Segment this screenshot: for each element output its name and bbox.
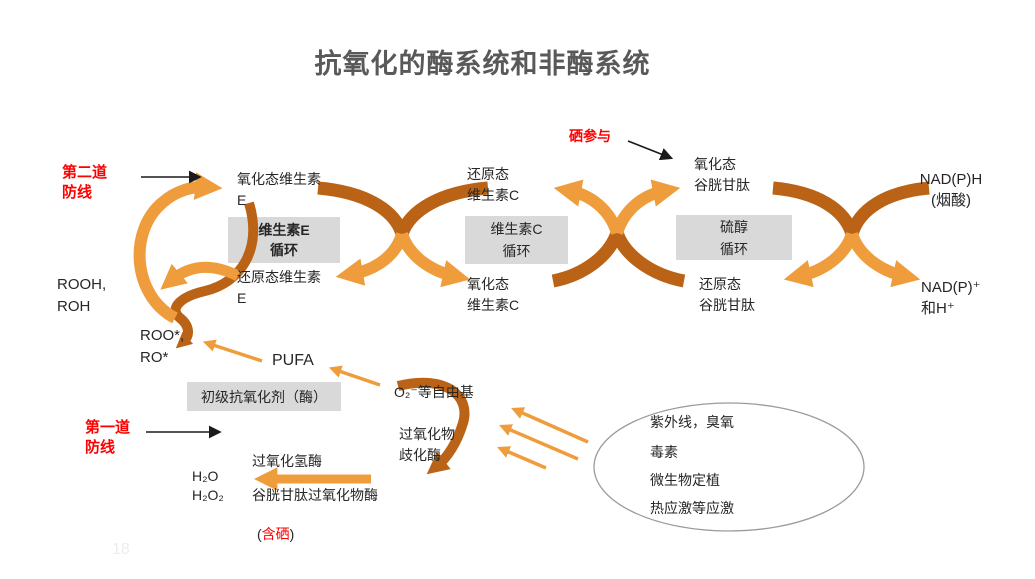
box-vitamin-c-cycle: 维生素C 循环: [465, 216, 568, 264]
ve-cycle-dark-arrow: [170, 201, 259, 349]
stressor-item: 微生物定植: [650, 472, 720, 488]
label-reduced-glutathione: 还原态 谷胱甘肽: [699, 276, 755, 313]
stressor-item: 毒素: [650, 444, 678, 460]
vitamin-e-cycle-arrows: [133, 172, 259, 349]
cross1-top-right: [395, 181, 489, 237]
label-contains-selenium: (含硒): [257, 503, 294, 545]
cross2-bottom-right: [610, 230, 686, 288]
selenium-arrow: [627, 140, 674, 161]
cross2-top-left-arrow: [553, 179, 623, 236]
label-h2o-h2o2: H₂O H₂O₂: [192, 468, 224, 503]
label-first-defense: 第一道 防线: [85, 419, 131, 456]
vc-thiol-cross-arrows: [551, 179, 686, 288]
page-number: 18: [112, 541, 130, 558]
label-superoxide-radicals: O₂⁻等自由基: [394, 384, 474, 400]
box-primary-antioxidant: 初级抗氧化剂（酶）: [187, 382, 341, 411]
stressor-arrow-1: [511, 407, 589, 444]
label-oxidized-glutathione: 氧化态 谷胱甘肽: [694, 156, 750, 193]
cross1-bottom-right-arrow: [396, 231, 471, 288]
label-pufa: PUFA: [272, 352, 314, 369]
label-selenium-participates: 硒参与: [569, 128, 611, 144]
label-rooh-roh: ROOH, ROH: [57, 276, 107, 315]
cross3-bottom-right-arrow: [846, 231, 921, 288]
stressor-item: 热应激等应激: [650, 500, 734, 516]
radical-to-pufa-arrow: [328, 365, 381, 387]
label-oxidized-vitamin-e: 氧化态维生素 E: [237, 171, 321, 208]
ve-to-rooh-arrow: [160, 261, 241, 290]
label-reduced-vitamin-e: 还原态维生素 E: [237, 269, 321, 306]
selenium-text: 含硒: [261, 526, 290, 542]
thin-orange-arrows: [202, 339, 589, 470]
cross3-top-right: [845, 181, 930, 237]
black-arrows: [141, 140, 674, 439]
ve-regeneration-arrow: [133, 172, 223, 324]
label-roo-ro: ROO*, RO*: [140, 327, 185, 366]
label-nadp: NAD(P)⁺ 和H⁺: [921, 279, 981, 317]
ve-vc-cross-arrows: [317, 181, 489, 288]
selenium-paren-open: (: [257, 526, 262, 542]
label-second-defense: 第二道 防线: [62, 164, 108, 201]
cross1-top-left: [317, 181, 409, 237]
label-reduced-vitamin-c: 还原态 维生素C: [467, 166, 520, 203]
cross1-bottom-left-arrow: [335, 232, 408, 286]
cross2-bottom-left: [551, 230, 624, 288]
stressor-item: 紫外线，臭氧: [650, 414, 734, 430]
box-thiol-cycle: 硫醇 循环: [676, 215, 792, 260]
label-nadph: NAD(P)H (烟酸): [919, 171, 983, 209]
cross2-top-right-arrow: [611, 179, 681, 236]
label-superoxide-dismutase: 过氧化物 歧化酶: [399, 426, 455, 463]
label-glutathione-peroxidase: 谷胱甘肽过氧化物酶: [252, 487, 378, 503]
cross3-bottom-left-arrow: [783, 231, 858, 288]
pufa-to-radical-arrow: [202, 339, 263, 363]
slide-title: 抗氧化的酶系统和非酶系统: [314, 49, 651, 79]
label-catalase: 过氧化氢酶: [252, 453, 322, 469]
label-oxidized-vitamin-c: 氧化态 维生素C: [467, 276, 520, 313]
stressor-arrow-2: [499, 424, 579, 461]
stressor-arrow-3: [497, 446, 547, 470]
cross3-top-left: [772, 181, 859, 237]
selenium-paren-close: ): [289, 526, 295, 542]
thiol-nad-cross-arrows: [772, 181, 930, 288]
stressor-ellipse: [593, 402, 865, 532]
sod-curve-arrow: [396, 377, 470, 475]
